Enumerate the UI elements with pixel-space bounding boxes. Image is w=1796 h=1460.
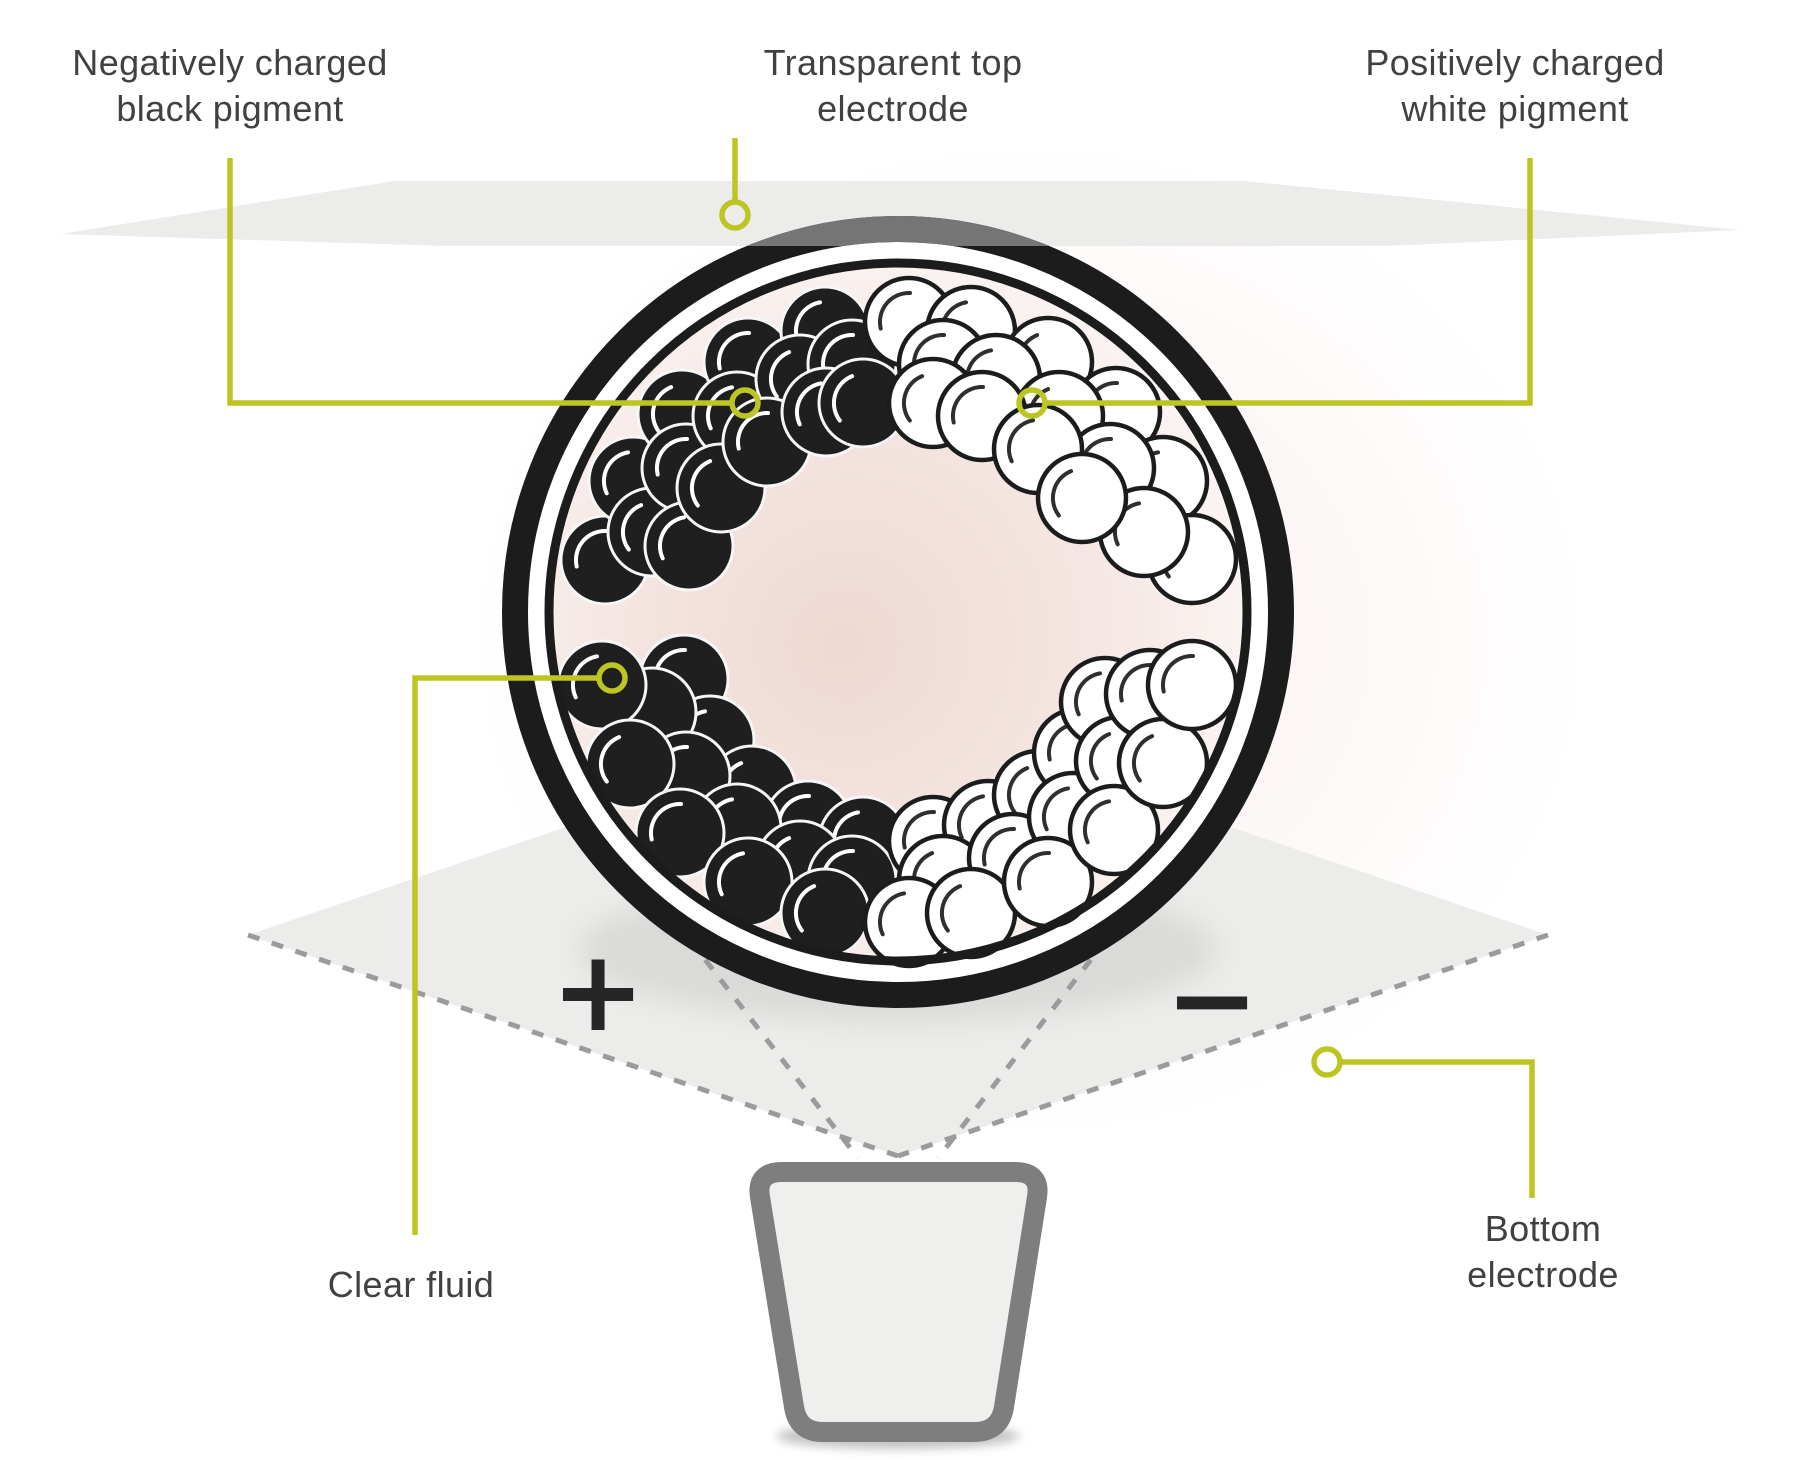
device-outline <box>749 1162 1048 1442</box>
capsule-arc-behind-plane <box>502 216 1294 246</box>
label-line: black pigment <box>116 88 344 129</box>
label-line: Clear fluid <box>327 1264 495 1305</box>
capsule-inner-ring <box>544 258 1252 966</box>
projection-line-inner-left <box>688 938 860 1160</box>
projection-line-inner-right <box>936 938 1108 1160</box>
pigment-spheres <box>556 275 1239 969</box>
black-pigment-sphere <box>634 787 726 879</box>
label-line: Negatively charged <box>72 42 388 83</box>
top-electrode-dot <box>719 199 751 231</box>
label-line: electrode <box>1467 1254 1619 1295</box>
label-bottom-electrode: Bottom electrode <box>1467 1206 1619 1298</box>
bottom-electrode-dot <box>1311 1046 1343 1078</box>
white-pigment-leader <box>1046 158 1533 406</box>
microcapsule <box>502 216 1294 1008</box>
positive-sign: + <box>551 927 645 1057</box>
label-line: white pigment <box>1401 88 1629 129</box>
white-pigment-sphere <box>1145 638 1239 732</box>
label-line: electrode <box>817 88 969 129</box>
white-pigment-sphere <box>1035 451 1129 545</box>
projection-dashed-lines <box>247 932 1549 1160</box>
black-pigment-dot <box>729 387 761 419</box>
black-pigment-leader <box>227 158 731 406</box>
label-clear-fluid: Clear fluid <box>328 1262 494 1308</box>
bottom-electrode-leader <box>1341 1059 1535 1198</box>
label-line: Bottom <box>1484 1208 1602 1249</box>
top-electrode-plane <box>60 181 1740 246</box>
callout-lines <box>227 138 1535 1235</box>
white-pigment-sphere <box>1067 783 1161 877</box>
label-line: Transparent top <box>763 42 1023 83</box>
clear-fluid-leader <box>412 675 599 1235</box>
label-line: Positively charged <box>1365 42 1665 83</box>
negative-sign: − <box>1165 935 1259 1065</box>
label-top-electrode: Transparent top electrode <box>764 40 1023 132</box>
white-pigment-dot <box>1016 387 1048 419</box>
label-black-pigment: Negatively charged black pigment <box>72 40 387 132</box>
label-white-pigment: Positively charged white pigment <box>1365 40 1664 132</box>
